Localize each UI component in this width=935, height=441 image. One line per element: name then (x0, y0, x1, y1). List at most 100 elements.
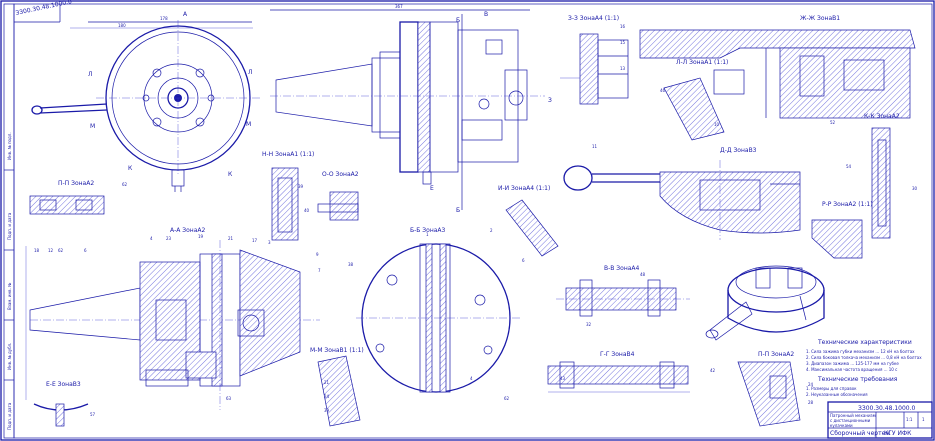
section-o-view: О-О ЗонаА2 (317, 171, 359, 221)
section-m-title: М-М ЗонаВ1 (1:1) (310, 347, 364, 354)
title-block-mass: 1:1 (906, 417, 913, 422)
side-strip-label-0: Инв. № подл. (7, 132, 12, 160)
section-i-title: И-И ЗонаА4 (1:1) (498, 185, 550, 192)
callout: 39 (324, 408, 330, 413)
section-p-title: П-П ЗонаА2 (58, 180, 94, 187)
callout: 63 (226, 396, 232, 401)
cut-letter-v-top: В (484, 11, 488, 18)
callout: 4 (150, 236, 153, 241)
cut-letter-z-right: З (548, 97, 552, 104)
section-m-view: М-М ЗонаВ1 (1:1) (310, 347, 364, 427)
callout: 3 (268, 240, 271, 245)
callout: 17 (252, 238, 258, 243)
callout: 6 (522, 258, 525, 263)
section-z-view: З-З ЗонаА4 (1:1) (560, 15, 629, 105)
section-r-title: Р-Р ЗонаА2 (1:1) (822, 201, 873, 208)
callout: 10 (714, 122, 720, 127)
cut-letter-m-left: М (90, 123, 95, 130)
section-p2-title: П-П ЗонаА2 (758, 351, 794, 358)
callout: 11 (592, 144, 598, 149)
callout: 24 (324, 394, 330, 399)
callout: 15 (620, 40, 626, 45)
section-d-view: Д-Д ЗонаВ3 (563, 147, 801, 240)
cut-letter-k-bottom: К (128, 165, 133, 172)
callout-numbers: 62 18 62 6 4 23 19 21 17 3 9 7 63 57 38 … (34, 24, 918, 417)
tech-line-1: 2. Сила боковая толкача механизм ... 0,8… (806, 355, 922, 360)
title-block-name-2: кулачками (830, 423, 853, 428)
callout: 38 (348, 262, 354, 267)
cut-letter-b-top: Б (456, 17, 460, 24)
section-n-view: Н-Н ЗонаА1 (1:1) (262, 151, 314, 241)
section-v-view: В-В ЗонаА4 (556, 265, 690, 317)
side-view-assembly: 367 Б В Б Е З (270, 4, 552, 214)
section-l-title: Л-Л ЗонаА1 (1:1) (676, 59, 728, 66)
section-a-view: А-А ЗонаА2 12 (25, 227, 320, 410)
section-e-view: Е-Е ЗонаВ3 (33, 381, 89, 427)
callout: 9 (316, 252, 319, 257)
section-e-title: Е-Е ЗонаВ3 (46, 381, 81, 388)
callout: 54 (846, 164, 852, 169)
section-b-view: Б-Б ЗонаА3 (356, 227, 520, 393)
callout: 46 (660, 88, 666, 93)
section-o-title: О-О ЗонаА2 (322, 171, 359, 178)
section-z-title: З-З ЗонаА4 (1:1) (568, 15, 619, 22)
section-k-title: К-К ЗонаА2 (864, 113, 900, 120)
callout: 30 (912, 186, 918, 191)
title-block-name-0: Патронный механизм (830, 413, 876, 418)
tech-line-2: 3. Диапазон зажима ... 125-177 мм на губ… (806, 361, 899, 366)
side-strip: Инв. № подл. Подп. и дата Взам. инв. № И… (7, 132, 12, 430)
callout: 62 (58, 248, 64, 253)
dim-178: 178 (160, 16, 168, 21)
req-line-0: 1. Размеры для справок (806, 386, 857, 391)
section-n-title: Н-Н ЗонаА1 (1:1) (262, 151, 314, 158)
cut-letter-b-bottom: Б (456, 207, 460, 214)
callout: 1 (426, 232, 429, 237)
callout: 40 (304, 208, 310, 213)
dim-367: 367 (395, 4, 403, 9)
side-strip-label-3: Инв. № дубл. (7, 343, 12, 370)
section-p2-view: П-П ЗонаА2 (737, 351, 801, 427)
title-block: ЗЗ00.30.48.1000.0 Патронный механизм с д… (827, 401, 933, 439)
section-d-title: Д-Д ЗонаВ3 (720, 147, 757, 154)
callout: 19 (198, 234, 204, 239)
callout: 43 (560, 376, 566, 381)
cut-letter-m-right: М (246, 121, 251, 128)
callout: 6 (84, 248, 87, 253)
title-block-doc-type: Сборочный чертеж (830, 430, 891, 437)
cut-letter-l-left: Л (88, 71, 93, 78)
section-b-title: Б-Б ЗонаА3 (410, 227, 446, 234)
cut-letter-e-bottom: Е (430, 185, 434, 192)
section-zh-view: Ж-Ж ЗонаВ1 (639, 15, 916, 119)
section-zh-title: Ж-Ж ЗонаВ1 (800, 15, 840, 22)
cut-letter-a-top: А (183, 11, 188, 18)
req-line-1: 2. Неуказанные обозначения (806, 392, 868, 397)
req-title: Технические требования (817, 376, 898, 383)
callout: 16 (620, 24, 626, 29)
callout: 42 (710, 368, 716, 373)
callout: 57 (90, 412, 96, 417)
section-g-view: Г-Г ЗонаВ4 (547, 351, 690, 393)
callout: 21 (324, 380, 330, 385)
section-r-view: Р-Р ЗонаА2 (1:1) (811, 201, 873, 259)
title-block-code: ЗЗ00.30.48.1000.0 (858, 405, 915, 412)
dim-180: 180 (118, 23, 126, 28)
stamp-top: ЗЗ00.30.48.1000.0 (15, 0, 73, 17)
front-view-chuck: 178 180 А К К Л М М Л (31, 11, 260, 192)
section-k-view: К-К ЗонаА2 (864, 113, 900, 239)
section-a-title: А-А ЗонаА2 (170, 227, 206, 234)
callout: 13 (620, 66, 626, 71)
section-i-view: И-И ЗонаА4 (1:1) (498, 185, 559, 257)
tech-line-0: 1. Сила зажима губки механизм ... 12 кН … (806, 349, 915, 354)
callout: 4 (470, 376, 473, 381)
tech-title: Технические характеристики (817, 339, 912, 346)
section-l-view: Л-Л ЗонаА1 (1:1) (663, 59, 745, 141)
callout: 24 (808, 382, 814, 387)
side-strip-label-4: Подп. и дата (7, 402, 12, 430)
title-block-sheet: 1 (922, 417, 925, 422)
tech-notes: Технические характеристики 1. Сила зажим… (806, 339, 922, 397)
isometric-view (705, 265, 825, 341)
callout: 32 (586, 322, 592, 327)
section-g-title: Г-Г ЗонаВ4 (600, 351, 635, 358)
callout: 48 (640, 272, 646, 277)
